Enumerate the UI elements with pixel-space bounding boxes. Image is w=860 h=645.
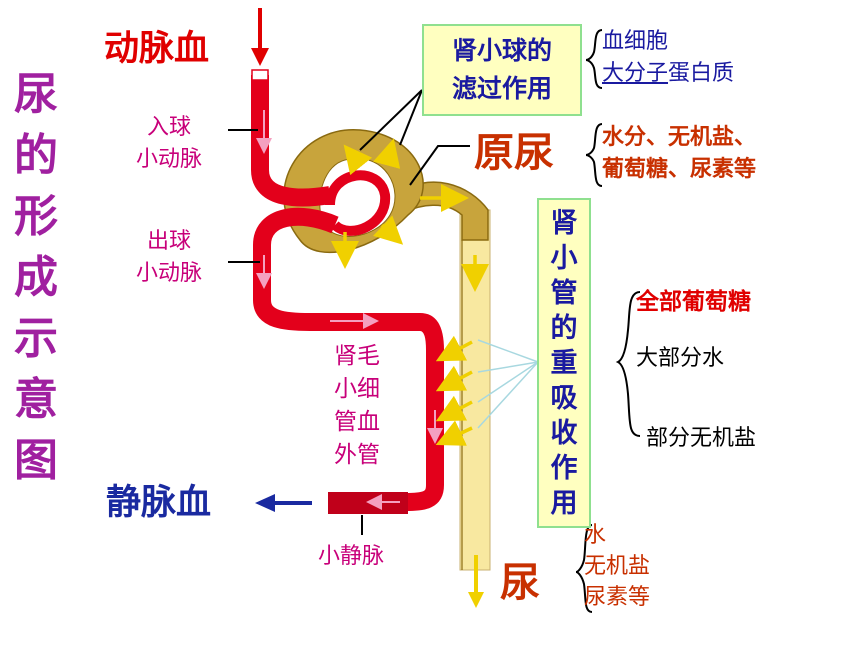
- glomerulus: [325, 170, 391, 236]
- reabsorption-box: 肾小管的重吸收作用: [537, 198, 591, 528]
- reabsorbed-water: 大部分水: [636, 346, 725, 371]
- efferent-arteriole-label: 出球小动脉: [136, 229, 203, 286]
- filtration-excluded-list: 血细胞 大分子蛋白质: [602, 29, 735, 86]
- title-char: 的: [14, 130, 58, 181]
- urine-outflow-arrow: [468, 555, 484, 608]
- braces: [575, 29, 641, 613]
- reabsorption-pointer-lines: [477, 339, 539, 429]
- afferent-arteriole-label: 入球小动脉: [136, 115, 203, 172]
- venous-outflow-arrow: [255, 494, 312, 512]
- reabsorption-char: 收: [550, 418, 578, 449]
- diagram-title: 尿的形成示意图: [8, 64, 64, 491]
- urine-components: 水无机盐尿素等: [584, 523, 651, 610]
- reabsorption-char: 的: [550, 313, 578, 344]
- title-char: 成: [14, 252, 58, 303]
- reabsorption-char: 作: [550, 453, 578, 484]
- reabsorption-char: 用: [550, 488, 578, 519]
- arterial-inflow-arrow: [251, 8, 269, 66]
- primary-urine-label: 原尿: [474, 130, 554, 176]
- reabsorption-char: 吸: [550, 383, 578, 414]
- primary-urine-components: 水分、无机盐、葡萄糖、尿素等: [602, 125, 757, 182]
- reabsorbed-salts: 部分无机盐: [646, 426, 757, 451]
- title-char: 尿: [14, 69, 58, 120]
- small-vein-label: 小静脉: [318, 544, 385, 569]
- reabsorption-char: 肾: [550, 208, 578, 239]
- title-char: 示: [14, 313, 58, 364]
- reabsorbed-glucose: 全部葡萄糖: [636, 289, 751, 315]
- afferent-arteriole-vessel: [251, 75, 332, 207]
- leader-lines: [228, 89, 470, 535]
- reabsorption-char: 小: [550, 243, 578, 274]
- urine-label: 尿: [500, 560, 540, 606]
- arterial-blood-label: 动脉血: [104, 29, 210, 69]
- reabsorption-char: 重: [550, 348, 578, 379]
- reabsorption-arrows: [435, 335, 473, 446]
- title-char: 图: [14, 435, 58, 486]
- venous-blood-label: 静脉血: [106, 483, 212, 523]
- title-char: 意: [14, 374, 58, 425]
- reabsorption-char: 管: [550, 278, 578, 309]
- filtration-arrows: [331, 138, 489, 292]
- title-char: 形: [14, 191, 58, 242]
- filtration-box: 肾小球的滤过作用: [422, 24, 582, 116]
- efferent-capillary-vessel: [253, 207, 444, 511]
- peritubular-capillary-label: 肾毛小细 管血外管: [334, 343, 380, 468]
